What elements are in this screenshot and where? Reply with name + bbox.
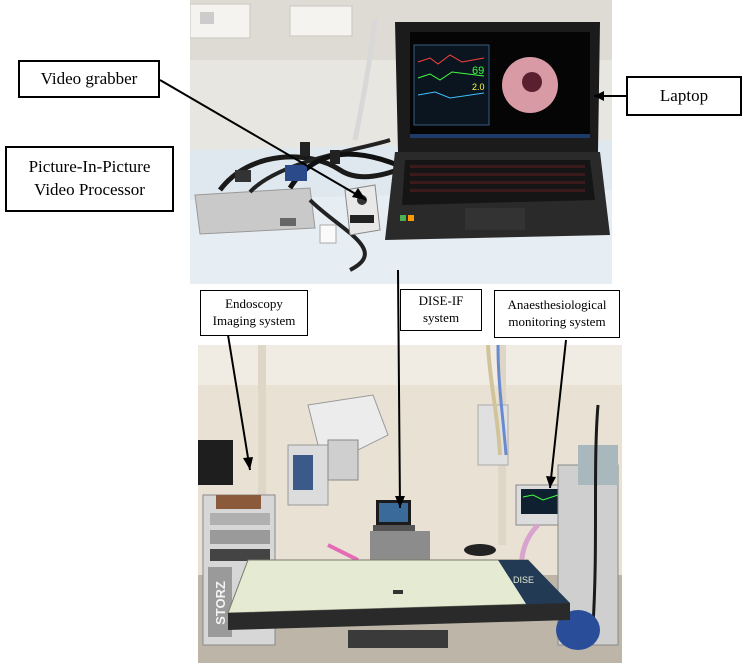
- anaes-label: Anaesthesiological monitoring system: [494, 290, 620, 338]
- top-photo: 69 2.0: [190, 0, 612, 284]
- pip-processor-text-line2: Video Processor: [34, 180, 145, 199]
- anaes-text-line2: monitoring system: [508, 314, 606, 329]
- dise-text-line2: system: [422, 310, 460, 325]
- endoscopy-label: Endoscopy Imaging system: [200, 290, 308, 336]
- dise-text-line1: DISE-IF: [418, 293, 464, 309]
- dise-label: DISE-IF system: [400, 289, 482, 331]
- endoscopy-text-line2: Imaging system: [212, 313, 296, 328]
- video-grabber-label: Video grabber: [18, 60, 160, 98]
- pip-processor-text-line1: Picture-In-Picture: [28, 157, 151, 177]
- top-photo-scene: 69 2.0: [190, 0, 612, 284]
- anaes-text-line1: Anaesthesiological: [507, 297, 607, 313]
- endoscopy-text-line1: Endoscopy: [225, 296, 283, 312]
- bottom-photo-scene: STORZ DISE: [198, 345, 622, 663]
- table-mark-text: DISE: [513, 575, 534, 585]
- pip-processor-label: Picture-In-Picture Video Processor: [5, 146, 174, 212]
- video-grabber-text: Video grabber: [40, 69, 138, 88]
- bottom-photo: STORZ DISE: [198, 345, 622, 663]
- laptop-label: Laptop: [626, 76, 742, 116]
- laptop-vital-2: 2.0: [472, 82, 485, 92]
- storz-brand-text: STORZ: [213, 581, 228, 625]
- laptop-text: Laptop: [659, 86, 709, 105]
- laptop-vital-1: 69: [472, 65, 484, 77]
